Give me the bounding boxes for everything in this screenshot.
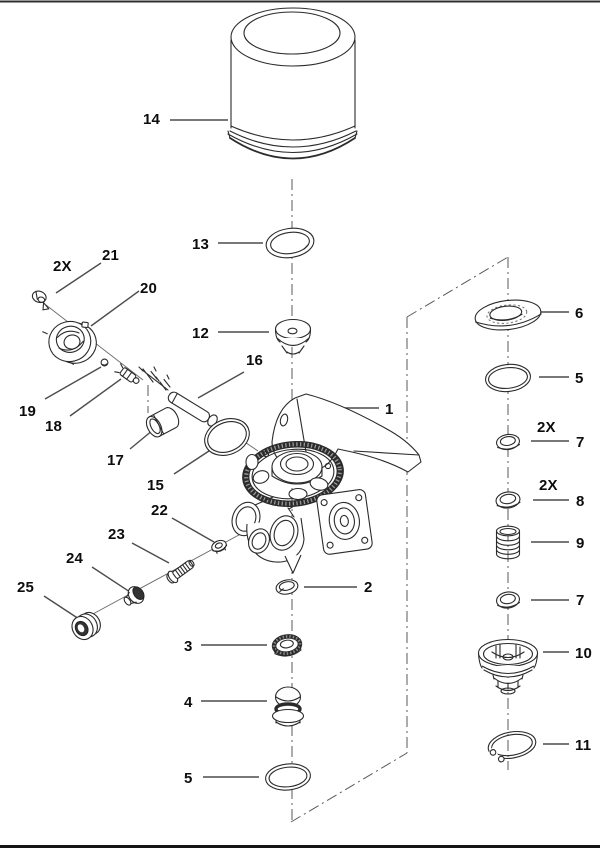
callout-3: 3 — [184, 638, 193, 655]
part-10-purge-valve-drawing — [477, 638, 539, 695]
quantity-note-right-2: 2X — [539, 477, 558, 494]
callout-5-bottom: 5 — [184, 770, 193, 787]
callout-18: 18 — [45, 418, 63, 435]
part-20-cover-drawing — [42, 320, 97, 365]
callout-7-upper: 7 — [576, 434, 585, 451]
callout-22: 22 — [151, 502, 169, 519]
callout-16: 16 — [246, 352, 264, 369]
callout-21: 21 — [102, 247, 120, 264]
callout-11: 11 — [575, 737, 592, 754]
part-7-oring-lower-drawing — [496, 591, 520, 609]
part-19-ball-drawing — [100, 358, 109, 367]
part-23-bolt-drawing — [166, 559, 195, 584]
callout-14: 14 — [143, 111, 161, 128]
callout-10: 10 — [575, 645, 593, 662]
part-17-piston-drawing — [145, 407, 180, 438]
part-1-housing-drawing — [231, 393, 422, 574]
callout-8: 8 — [576, 493, 585, 510]
part-24-valve-stem-drawing — [123, 586, 145, 606]
callout-25: 25 — [17, 579, 35, 596]
callout-6: 6 — [575, 305, 584, 322]
callout-19: 19 — [19, 403, 37, 420]
part-13-oring-drawing — [265, 227, 315, 259]
part-11-snap-ring-drawing — [487, 730, 537, 765]
part-3-seal-drawing — [271, 634, 303, 657]
callout-15: 15 — [147, 477, 165, 494]
part-5-oring-right-drawing — [485, 363, 531, 393]
part-5-oring-bottom-drawing — [265, 763, 311, 791]
part-7-oring-upper-drawing — [496, 433, 520, 451]
callout-5-right: 5 — [575, 370, 584, 387]
part-2-ring-drawing — [275, 579, 299, 595]
part-21-screw-drawing — [31, 290, 50, 311]
part-4-check-valve-drawing — [271, 686, 305, 727]
part-14-cartridge-drawing — [227, 7, 358, 160]
part-15-oring-drawing — [204, 418, 250, 456]
callout-17: 17 — [107, 452, 125, 469]
quantity-note-right-1: 2X — [537, 419, 556, 436]
callout-13: 13 — [192, 236, 210, 253]
part-25-cap-drawing — [71, 611, 101, 641]
part-18-clip-drawing — [114, 363, 140, 384]
callout-24: 24 — [66, 550, 84, 567]
callout-9: 9 — [576, 535, 585, 552]
callout-2: 2 — [364, 579, 373, 596]
callout-23: 23 — [108, 526, 126, 543]
part-12-grommet-drawing — [274, 318, 312, 355]
quantity-note-left: 2X — [53, 258, 72, 275]
part-16-pin-drawing — [138, 366, 218, 427]
callout-leader-lines — [43, 119, 569, 778]
part-9-spring-drawing — [495, 525, 521, 560]
part-6-washer-drawing — [474, 299, 542, 331]
part-8-oring-drawing — [495, 491, 521, 509]
callout-12: 12 — [192, 325, 210, 342]
callout-7-lower: 7 — [576, 592, 585, 609]
callout-1: 1 — [385, 401, 394, 418]
part-22-nut-drawing — [211, 539, 228, 554]
callout-4: 4 — [184, 694, 193, 711]
callout-20: 20 — [140, 280, 158, 297]
